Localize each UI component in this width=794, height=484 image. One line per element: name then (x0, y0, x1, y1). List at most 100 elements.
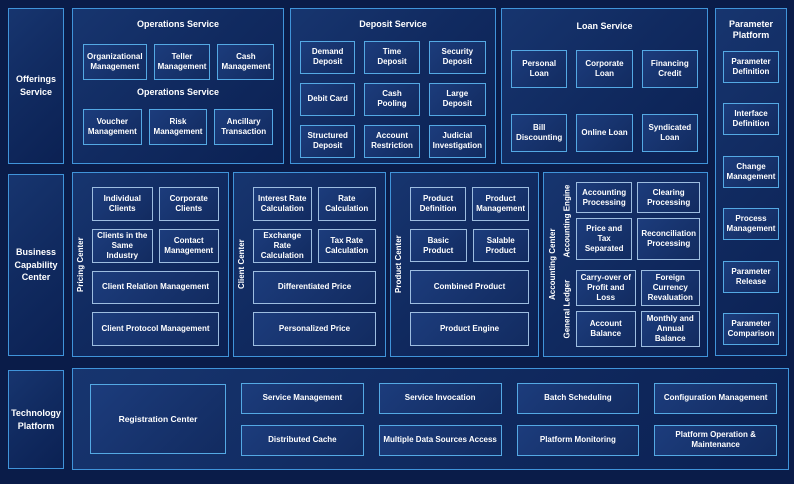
block-platform-monitoring: Platform Monitoring (516, 424, 640, 456)
block-product-definition: Product Definition (410, 187, 467, 221)
block-client-relation-management: Client Relation Management (92, 270, 219, 305)
block-financing-credit: Financing Credit (641, 49, 698, 88)
panel-technology-platform-content: Registration Center Service Management D… (72, 368, 789, 470)
product-center-label: Product Center (394, 235, 404, 294)
block-corporate-loan: Corporate Loan (576, 49, 633, 88)
block-structured-deposit: Structured Deposit (300, 124, 356, 158)
panel-deposit-service: Deposit Service Demand Deposit Time Depo… (290, 8, 496, 164)
block-organizational-management: Organizational Management (83, 43, 147, 80)
block-interface-definition: Interface Definition (723, 103, 779, 136)
operations-service-title: Operations Service (136, 19, 220, 29)
accounting-center-label: Accounting Center (548, 228, 558, 301)
block-interest-rate-calculation: Interest Rate Calculation (253, 187, 312, 221)
block-foreign-currency-revaluation: Foreign Currency Revaluation (640, 269, 700, 306)
client-center-content: Interest Rate Calculation Rate Calculati… (251, 173, 385, 356)
block-distributed-cache: Distributed Cache (241, 424, 364, 456)
block-client-protocol-management: Client Protocol Management (92, 312, 219, 346)
block-salable-product: Salable Product (472, 228, 529, 263)
block-basic-product: Basic Product (410, 228, 467, 263)
block-demand-deposit: Demand Deposit (300, 40, 356, 74)
block-multiple-data-sources-access: Multiple Data Sources Access (378, 424, 502, 456)
parameter-platform-title: Parameter Platform (728, 19, 774, 40)
block-cash-management: Cash Management (217, 43, 275, 80)
block-clients-same-industry: Clients in the Same Industry (92, 228, 153, 263)
block-syndicated-loan: Syndicated Loan (641, 113, 698, 152)
accounting-engine-group: Accounting Engine Accounting Processing … (560, 182, 700, 260)
block-tax-rate-calculation: Tax Rate Calculation (317, 228, 376, 263)
block-configuration-management: Configuration Management (654, 382, 777, 414)
block-parameter-release: Parameter Release (723, 260, 779, 293)
block-differentiated-price: Differentiated Price (253, 270, 376, 305)
block-combined-product: Combined Product (410, 270, 529, 305)
block-product-management: Product Management (472, 187, 529, 221)
panel-pricing-center: Pricing Center Individual Clients Corpor… (72, 172, 229, 357)
block-exchange-rate-calculation: Exchange Rate Calculation (253, 228, 312, 263)
block-debit-card: Debit Card (300, 82, 356, 116)
general-ledger-group: General Ledger Carry-over of Profit and … (560, 269, 700, 347)
block-risk-management: Risk Management (148, 108, 208, 145)
block-service-management: Service Management (241, 382, 364, 414)
block-batch-scheduling: Batch Scheduling (516, 382, 640, 414)
accounting-center-content: Accounting Engine Accounting Processing … (560, 182, 700, 347)
block-individual-clients: Individual Clients (92, 187, 153, 221)
block-corporate-clients: Corporate Clients (158, 187, 219, 221)
panel-operations-service: Operations Service Organizational Manage… (72, 8, 284, 164)
block-account-restriction: Account Restriction (364, 124, 420, 158)
block-cash-pooling: Cash Pooling (364, 82, 420, 116)
rail-business-capability-center: Business Capability Center (8, 174, 64, 356)
block-process-management: Process Management (723, 208, 779, 241)
block-voucher-management: Voucher Management (83, 108, 142, 145)
pricing-center-content: Individual Clients Corporate Clients Cli… (90, 173, 228, 356)
block-time-deposit: Time Deposit (364, 40, 420, 74)
block-parameter-comparison: Parameter Comparison (723, 312, 779, 345)
block-personal-loan: Personal Loan (511, 49, 568, 88)
bottom-col-2: Service Invocation Multiple Data Sources… (378, 382, 502, 456)
general-ledger-label: General Ledger (562, 278, 572, 338)
block-rate-calculation: Rate Calculation (317, 187, 376, 221)
rail-offerings-service: Offerings Service (8, 8, 64, 164)
block-monthly-annual-balance: Monthly and Annual Balance (640, 310, 700, 347)
operations-service-mid-title: Operations Service (136, 86, 220, 97)
parameter-platform-list: Parameter Definition Interface Definitio… (723, 51, 779, 345)
bottom-col-1: Service Management Distributed Cache (241, 382, 364, 456)
loan-row-1: Personal Loan Corporate Loan Financing C… (511, 49, 698, 88)
bottom-col-4: Configuration Management Platform Operat… (654, 382, 777, 456)
operations-row-2: Voucher Management Risk Management Ancil… (83, 108, 274, 145)
product-center-content: Product Definition Product Management Ba… (408, 173, 538, 356)
block-judicial-investigation: Judicial Investigation (428, 124, 486, 158)
block-price-and-tax-separated: Price and Tax Separated (576, 218, 633, 260)
panel-loan-service: Loan Service Personal Loan Corporate Loa… (501, 8, 708, 164)
block-ancillary-transaction: Ancillary Transaction (214, 108, 274, 145)
block-online-loan: Online Loan (576, 113, 633, 152)
accounting-engine-label: Accounting Engine (562, 184, 572, 258)
block-carry-over-profit-loss: Carry-over of Profit and Loss (576, 269, 636, 306)
panel-client-center: Client Center Interest Rate Calculation … (233, 172, 386, 357)
panel-product-center: Product Center Product Definition Produc… (390, 172, 539, 357)
block-service-invocation: Service Invocation (378, 382, 502, 414)
loan-row-2: Bill Discounting Online Loan Syndicated … (511, 113, 698, 152)
block-clearing-processing: Clearing Processing (637, 182, 700, 214)
client-center-label: Client Center (237, 239, 247, 290)
panel-accounting-center: Accounting Center Accounting Engine Acco… (543, 172, 708, 357)
operations-row-1: Organizational Management Teller Managem… (83, 43, 275, 80)
block-parameter-definition: Parameter Definition (723, 51, 779, 83)
deposit-service-title: Deposit Service (359, 19, 427, 29)
block-teller-management: Teller Management (153, 43, 211, 80)
block-personalized-price: Personalized Price (253, 312, 376, 346)
block-accounting-processing: Accounting Processing (576, 182, 633, 214)
block-large-deposit: Large Deposit (428, 82, 486, 116)
rail-technology-platform: Technology Platform (8, 370, 64, 469)
block-platform-operation-maintenance: Platform Operation & Maintenance (654, 424, 777, 456)
loan-service-title: Loan Service (576, 21, 633, 31)
block-reconciliation-processing: Reconciliation Processing (637, 218, 700, 260)
panel-parameter-platform: Parameter Platform Parameter Definition … (715, 8, 787, 356)
block-security-deposit: Security Deposit (428, 40, 486, 74)
block-change-management: Change Management (723, 155, 779, 188)
bottom-col-3: Batch Scheduling Platform Monitoring (516, 382, 640, 456)
block-product-engine: Product Engine (410, 312, 529, 346)
block-contact-management: Contact Management (158, 228, 219, 263)
deposit-grid: Demand Deposit Time Deposit Security Dep… (300, 40, 486, 158)
pricing-center-label: Pricing Center (76, 237, 86, 292)
block-bill-discounting: Bill Discounting (511, 113, 568, 152)
